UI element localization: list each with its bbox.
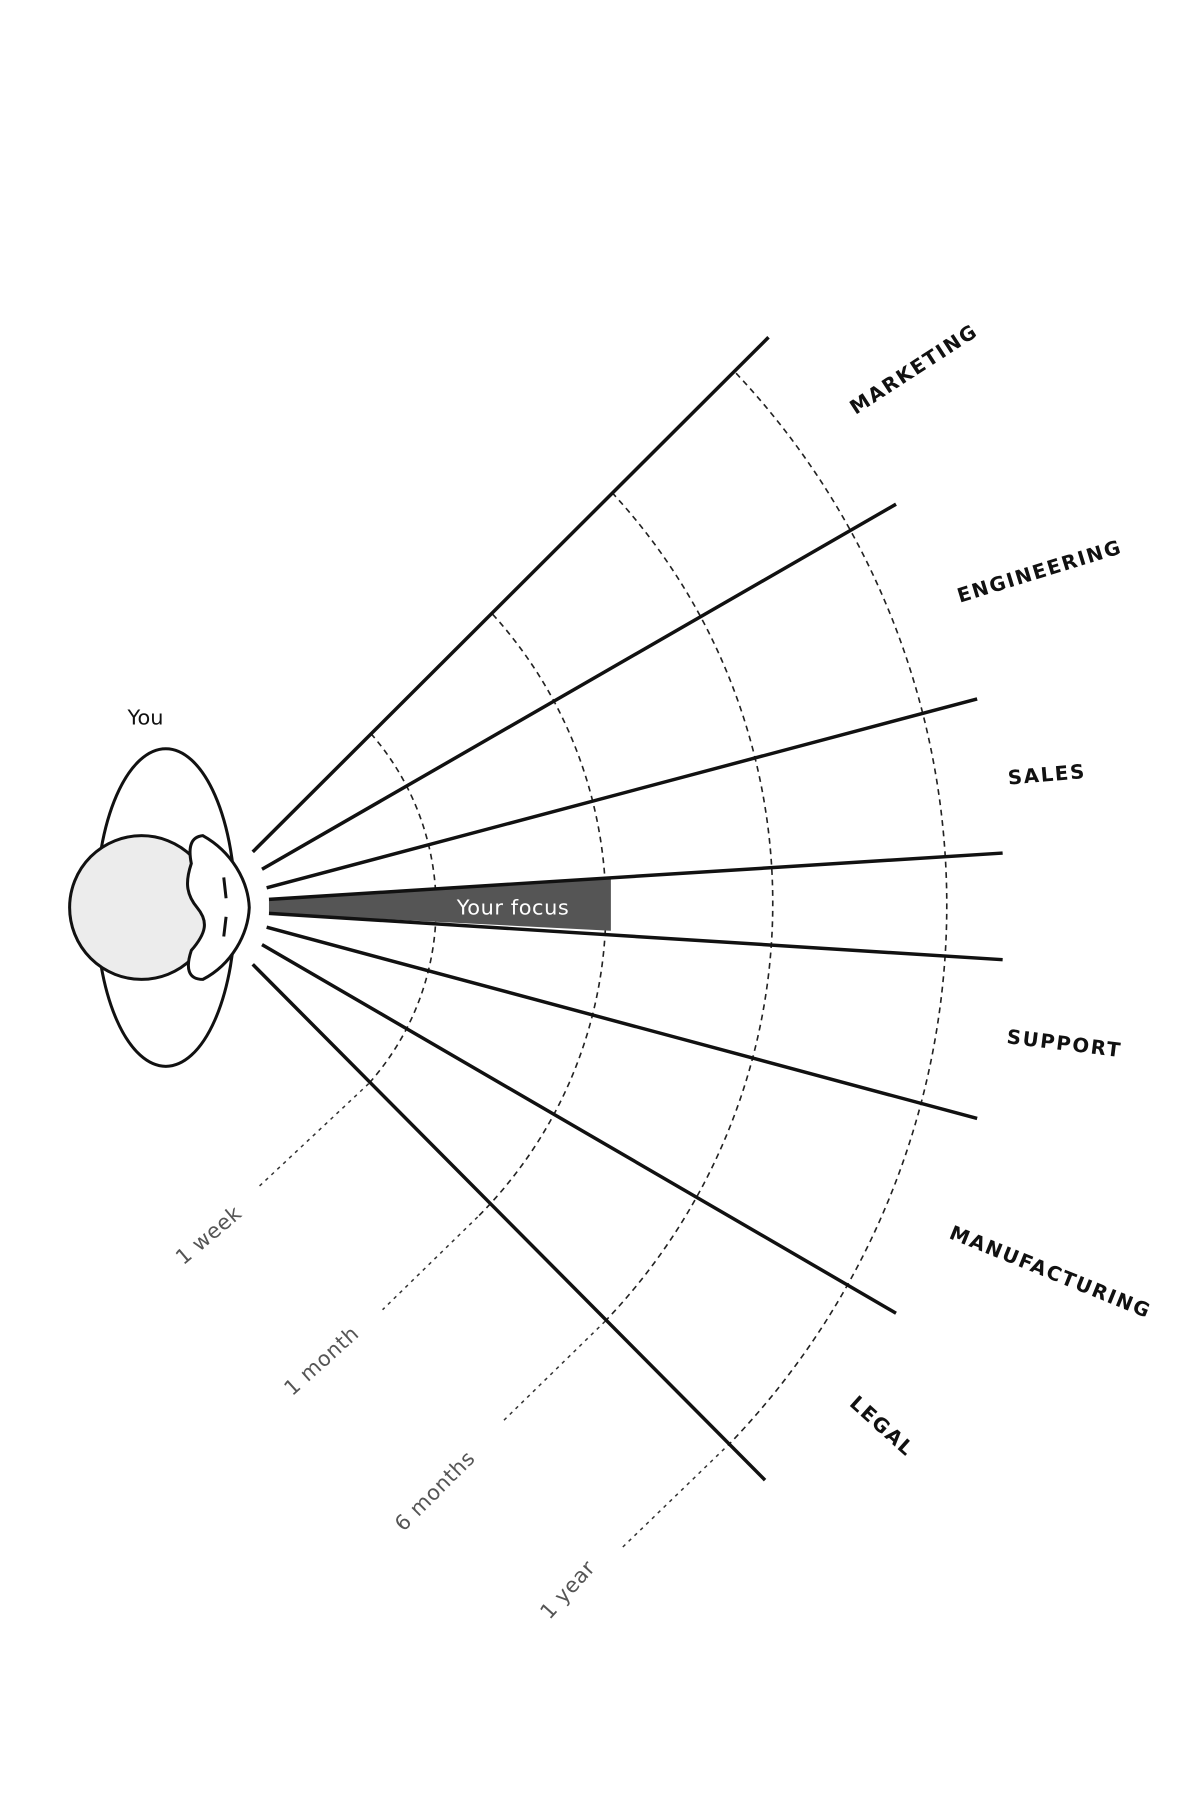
label-legal: LEGAL <box>845 1391 919 1461</box>
label-marketing: MARKETING <box>846 319 982 419</box>
arc-6-months <box>604 492 774 1322</box>
leader-1-month <box>382 1216 479 1311</box>
ray-5 <box>268 911 1003 962</box>
ray-legal-bottom <box>251 963 767 1482</box>
focus-label: Your focus <box>456 895 570 919</box>
face <box>186 834 251 981</box>
leader-1-year <box>621 1442 731 1548</box>
person-top-view <box>68 747 251 1068</box>
label-support: SUPPORT <box>1006 1025 1124 1062</box>
arc-1-month <box>477 613 607 1218</box>
ray-3 <box>266 697 978 890</box>
department-rays <box>251 336 1003 1482</box>
ray-4 <box>268 851 1003 902</box>
ray-6 <box>266 925 978 1121</box>
label-sales: SALES <box>1007 760 1087 790</box>
arc-1-year <box>729 372 948 1444</box>
leader-6-months <box>500 1320 606 1424</box>
person-label: You <box>127 705 164 729</box>
time-arcs <box>256 372 948 1548</box>
label-1-week: 1 week <box>171 1201 247 1270</box>
ray-2 <box>261 502 897 871</box>
glasses-icon <box>222 877 228 937</box>
label-manufacturing: MANUFACTURING <box>946 1221 1154 1323</box>
label-1-month: 1 month <box>279 1321 363 1400</box>
label-engineering: ENGINEERING <box>954 535 1124 607</box>
ray-7 <box>261 943 897 1315</box>
ray-marketing-top <box>251 336 770 854</box>
leader-1-week <box>256 1083 370 1189</box>
label-1-year: 1 year <box>535 1556 600 1624</box>
label-6-months: 6 months <box>390 1446 480 1536</box>
